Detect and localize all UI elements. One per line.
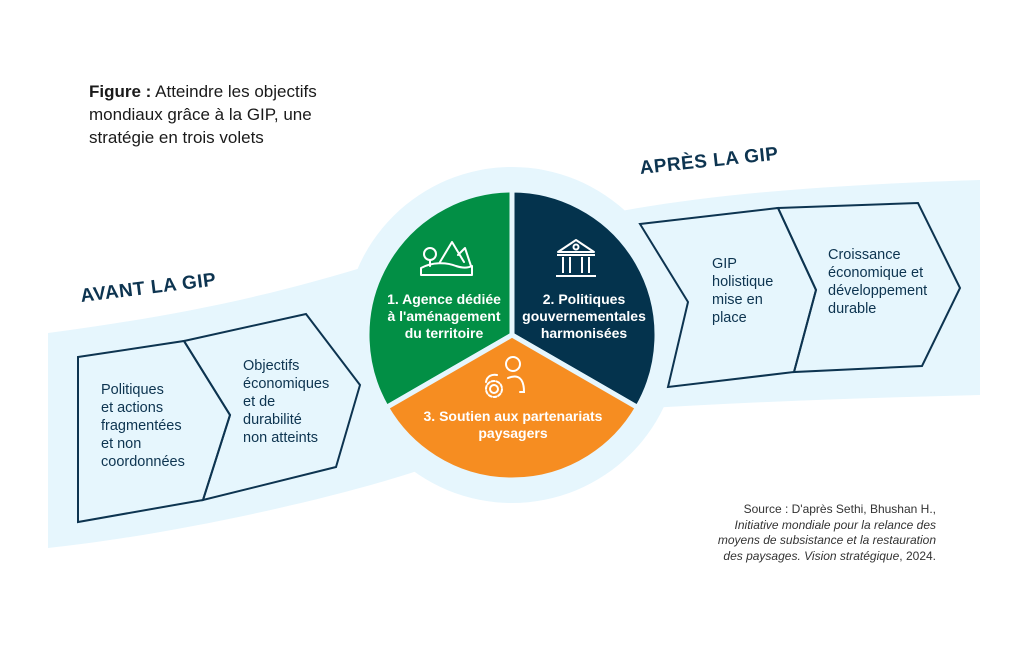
before-step-2-text: Objectifs économiques et de durabilité n… [243,357,329,447]
source-title-line-3: des paysages. Vision stratégique [723,548,900,563]
text-line: du territoire [404,325,484,341]
text-line: fragmentées [101,418,182,434]
text-line: et de [243,394,276,410]
text-line: économique et [828,265,924,281]
text-line: coordonnées [101,454,185,470]
after-step-2-text: Croissance économique et développement d… [828,246,927,318]
text-line: durable [828,301,877,317]
text-line: gouvernementales [522,308,646,324]
text-line: non atteints [243,430,318,446]
text-line: Croissance [828,247,901,263]
source-prefix: Source : D'après Sethi, Bhushan H., [743,502,936,516]
government-building-icon [556,239,596,277]
ribbon-right [600,180,980,410]
text-line: holistique [712,274,774,290]
after-step-2-outline [776,201,962,374]
source-title-line-1: Initiative mondiale pour la relance des [734,517,936,532]
text-line: et non [101,436,142,452]
figure-caption-label: Figure : [89,82,152,101]
after-step-1-text: GIP holistique mise en place [712,255,773,327]
text-line: à l'aménagement [387,308,501,324]
text-line: Politiques [101,382,164,398]
text-line: et actions [101,400,164,416]
pillar-2-label: 2. Politiques gouvernementales harmonisé… [514,291,654,342]
figure-caption-text: Atteindre les objectifs mondiaux grâce à… [89,82,317,147]
pillar-1-label: 1. Agence dédiée à l'aménagement du terr… [378,291,510,342]
text-line: paysagers [478,425,548,441]
before-step-1-text: Politiques et actions fragmentées et non… [101,381,185,471]
text-line: économiques [243,376,330,392]
text-line: 3. Soutien aux partenariats [423,408,603,424]
before-steps [77,312,362,524]
text-line: place [712,310,747,326]
text-line: 2. Politiques [542,291,626,307]
before-step-2-outline [182,312,362,502]
landscape-icon [420,241,473,276]
source-suffix: , 2024. [899,548,936,563]
after-steps [638,201,962,389]
text-line: harmonisées [540,325,628,341]
source-title-line-2: moyens de subsistance et la restauration [717,533,936,547]
text-line: développement [828,283,928,299]
source-citation: Source : D'après Sethi, Bhushan H., Init… [676,502,936,564]
text-line: GIP [712,256,737,272]
pillar-3-label: 3. Soutien aux partenariats paysagers [382,408,644,442]
partnership-gear-person-icon [485,356,526,398]
figure-caption: Figure : Atteindre les objectifs mondiau… [89,80,369,149]
pillar-3-segment [383,332,641,483]
text-line: Objectifs [243,358,300,374]
ribbon-left [48,262,420,548]
pillars-wheel [364,187,660,483]
text-line: mise en [712,292,763,308]
text-line: 1. Agence dédiée [387,291,501,307]
text-line: durabilité [243,412,302,428]
